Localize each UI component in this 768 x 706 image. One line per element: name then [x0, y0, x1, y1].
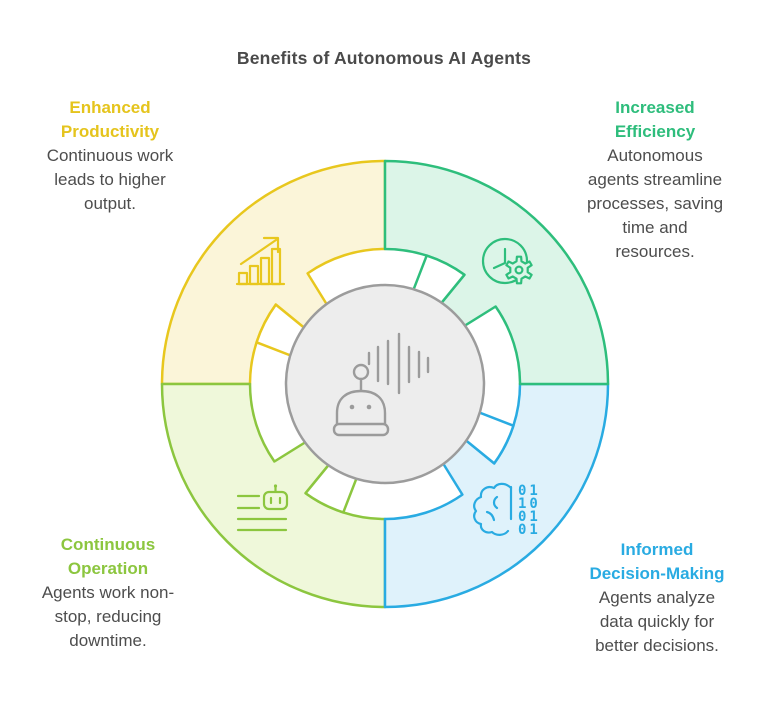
clock-gear-icon — [481, 237, 533, 285]
binary-row: 01 — [518, 522, 541, 538]
quadrant-heading: Informed Decision-Making — [589, 540, 725, 583]
binary-row: 10 — [518, 496, 541, 512]
quadrant-heading: Increased Efficiency — [614, 98, 696, 141]
page-title: Benefits of Autonomous AI Agents — [236, 48, 532, 68]
growth-chart-icon — [235, 236, 286, 286]
quadrant-label-increased-efficiency: Increased Efficiency Autonomous agents s… — [557, 96, 753, 264]
quadrant-description: Agents work non- stop, reducing downtime… — [41, 583, 175, 650]
brain-binary-icon: 01 10 01 01 — [473, 482, 541, 538]
quadrant-heading: Continuous Operation — [60, 535, 156, 578]
quadrant-description: Continuous work leads to higher output. — [46, 146, 174, 213]
binary-row: 01 — [518, 483, 541, 499]
quadrant-description: Agents analyze data quickly for better d… — [595, 588, 719, 655]
quadrant-label-enhanced-productivity: Enhanced Productivity Continuous work le… — [15, 96, 205, 216]
center-circle — [284, 283, 486, 485]
quadrant-heading: Enhanced Productivity — [60, 98, 160, 141]
checklist-robot-icon — [236, 484, 289, 532]
quadrant-label-continuous-operation: Continuous Operation Agents work non- st… — [12, 533, 204, 653]
robot-voice-waveform-icon — [332, 332, 430, 437]
binary-row: 01 — [518, 509, 541, 525]
quadrant-description: Autonomous agents streamline processes, … — [586, 146, 724, 261]
quadrant-label-informed-decision-making: Informed Decision-Making Agents analyze … — [559, 538, 755, 658]
